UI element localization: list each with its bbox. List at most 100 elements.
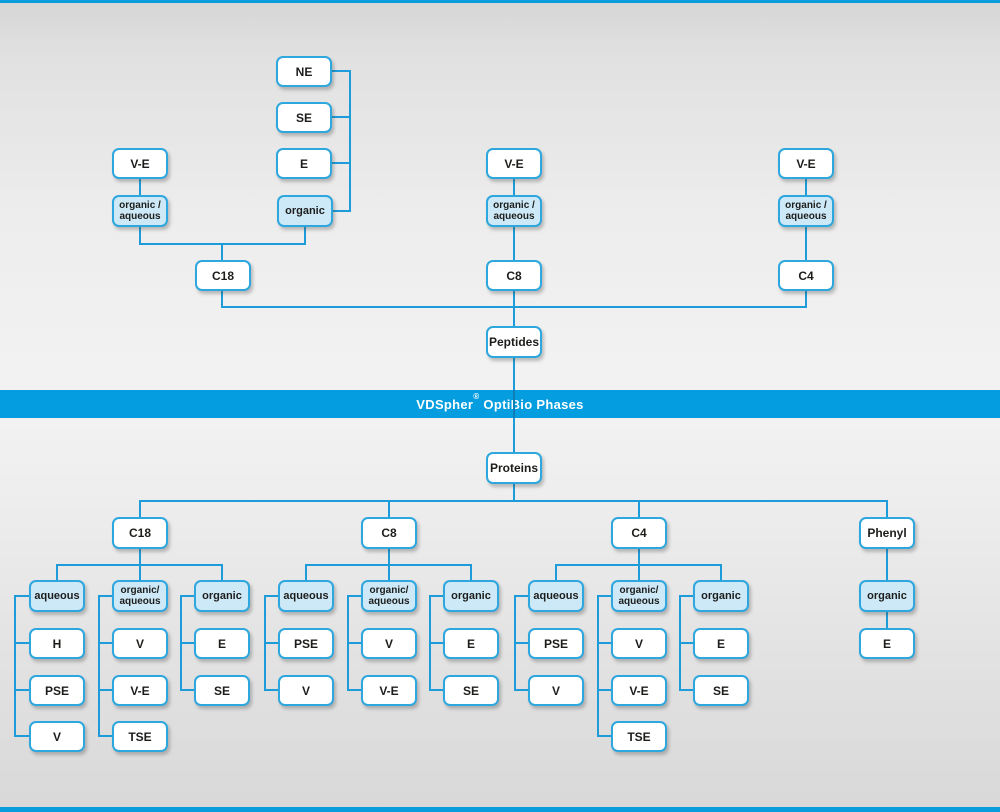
proteins-c18-aqueous-group: aqueous (29, 580, 85, 612)
connector-line (638, 564, 640, 581)
peptides-c18-eluent-ne: NE (276, 56, 332, 87)
proteins-c4-organic-aqueous-group: organic/ aqueous (611, 580, 667, 612)
peptides-c18-eluent-se: SE (276, 102, 332, 133)
connector-line (388, 548, 390, 566)
peptides-c8-organic-aqueous-group: organic / aqueous (486, 195, 542, 227)
proteins-root-node: Proteins (486, 452, 542, 484)
connector-line (139, 564, 141, 581)
proteins-c18-phase-ve: V-E (112, 675, 168, 706)
connector-line (514, 642, 530, 644)
proteins-c18-organic-aqueous-group: organic/ aqueous (112, 580, 168, 612)
proteins-phenyl-organic-group: organic (859, 580, 915, 612)
peptides-root-node: Peptides (486, 326, 542, 358)
connector-line (98, 595, 114, 597)
connector-line (264, 595, 280, 597)
connector-line (139, 500, 141, 518)
optibio-banner: VDSpher® OptiBio Phases (0, 390, 1000, 418)
connector-line (332, 116, 351, 118)
peptides-c8-eluent-ve: V-E (486, 148, 542, 179)
connector-line (597, 735, 613, 737)
connector-line (332, 210, 351, 212)
connector-line (513, 179, 515, 196)
connector-line (679, 595, 695, 597)
connector-line (14, 595, 30, 597)
connector-line (513, 226, 515, 261)
connector-line (597, 689, 613, 691)
connector-line (597, 595, 599, 737)
connector-line (98, 595, 100, 737)
connector-line (805, 179, 807, 196)
connector-line (14, 735, 30, 737)
connector-line (14, 689, 30, 691)
proteins-c4-organic-group: organic (693, 580, 749, 612)
proteins-c4-phase-ve: V-E (611, 675, 667, 706)
connector-line (513, 357, 515, 391)
proteins-c8-phase-se: SE (443, 675, 499, 706)
connector-line (347, 689, 363, 691)
connector-line (332, 162, 351, 164)
proteins-column-c18: C18 (112, 517, 168, 549)
connector-line (429, 595, 445, 597)
connector-line (638, 500, 640, 518)
connector-line (388, 500, 390, 518)
connector-line (513, 483, 515, 501)
connector-line (388, 564, 390, 581)
proteins-c4-phase-se: SE (693, 675, 749, 706)
connector-line (597, 595, 613, 597)
connector-line (513, 417, 515, 453)
connector-line (139, 179, 141, 196)
connector-line (470, 564, 472, 581)
connector-line (264, 689, 280, 691)
proteins-c18-phase-v: V (29, 721, 85, 752)
proteins-column-phenyl: Phenyl (859, 517, 915, 549)
connector-line (347, 595, 363, 597)
connector-line (98, 735, 114, 737)
proteins-phenyl-phase-e: E (859, 628, 915, 659)
connector-line (886, 611, 888, 629)
peptides-c18-eluent-e: E (276, 148, 332, 179)
peptides-column-c4: C4 (778, 260, 834, 291)
connector-line (514, 595, 530, 597)
connector-line (139, 500, 888, 502)
connector-line (139, 226, 141, 245)
connector-line (98, 642, 114, 644)
proteins-c4-aqueous-group: aqueous (528, 580, 584, 612)
proteins-c8-organic-group: organic (443, 580, 499, 612)
connector-line (264, 642, 280, 644)
proteins-c4-phase-v2: V (611, 628, 667, 659)
connector-line (221, 290, 223, 307)
proteins-c18-phase-se: SE (194, 675, 250, 706)
proteins-c8-phase-pse: PSE (278, 628, 334, 659)
connector-line (349, 70, 351, 212)
connector-line (98, 689, 114, 691)
connector-line (180, 642, 196, 644)
connector-line (679, 642, 695, 644)
proteins-c8-aqueous-group: aqueous (278, 580, 334, 612)
connector-line (638, 548, 640, 566)
proteins-c8-phase-v2: V (361, 628, 417, 659)
proteins-c18-phase-e: E (194, 628, 250, 659)
registered-trademark-symbol: ® (473, 392, 480, 402)
connector-line (347, 642, 363, 644)
connector-line (139, 548, 141, 566)
connector-line (679, 689, 695, 691)
banner-title: VDSpher® OptiBio Phases (416, 392, 584, 412)
proteins-c8-organic-aqueous-group: organic/ aqueous (361, 580, 417, 612)
connector-line (597, 642, 613, 644)
connector-line (429, 689, 445, 691)
connector-line (720, 564, 722, 581)
connector-line (513, 290, 515, 327)
connector-line (429, 642, 445, 644)
proteins-column-c8: C8 (361, 517, 417, 549)
peptides-column-c8: C8 (486, 260, 542, 291)
connector-line (56, 564, 58, 581)
proteins-c18-phase-pse: PSE (29, 675, 85, 706)
proteins-c4-phase-v: V (528, 675, 584, 706)
proteins-c8-phase-v: V (278, 675, 334, 706)
top-border-bar (0, 0, 1000, 3)
peptides-c18-organic-group: organic (277, 195, 333, 227)
proteins-column-c4: C4 (611, 517, 667, 549)
proteins-c4-phase-tse: TSE (611, 721, 667, 752)
connector-line-through-banner (513, 390, 515, 418)
